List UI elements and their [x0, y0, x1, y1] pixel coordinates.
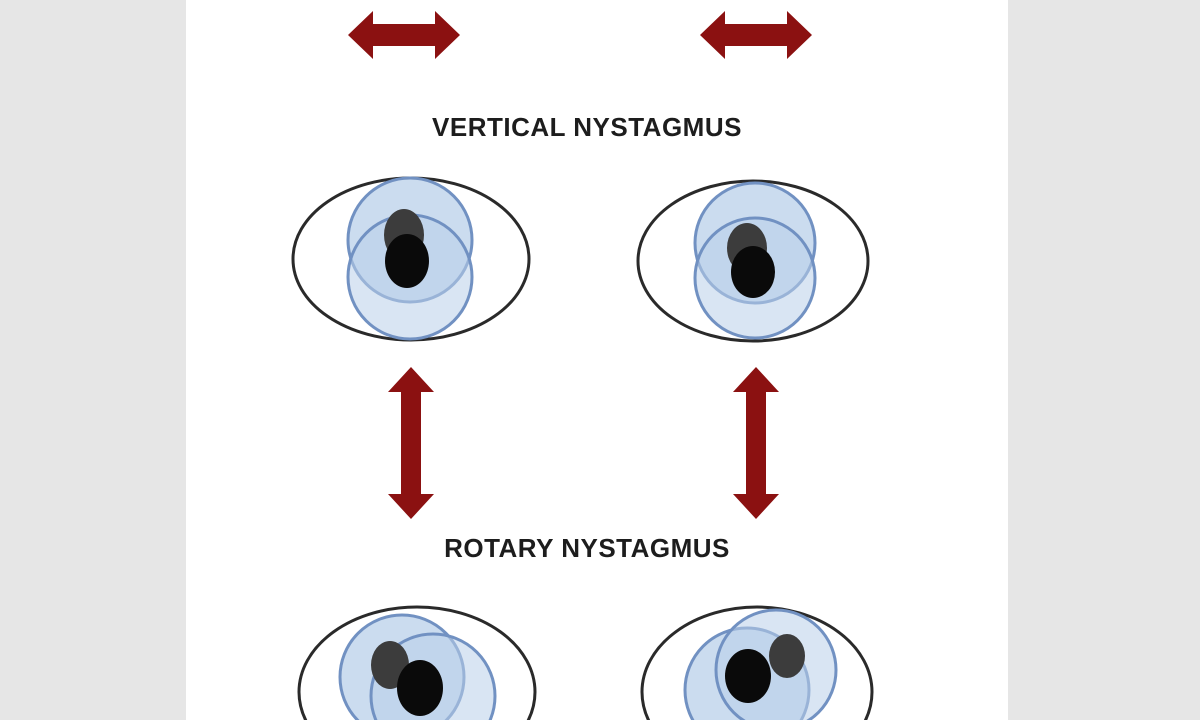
horizontal-arrow-left-icon — [348, 11, 460, 59]
pupil-ghost — [769, 634, 805, 678]
rotary-nystagmus-eye-left — [297, 605, 537, 720]
vertical-nystagmus-eye-right — [636, 179, 870, 343]
vertical-arrow-right-icon — [733, 367, 779, 519]
iris-ring-b — [714, 608, 838, 720]
vertical-arrow-left-icon — [388, 367, 434, 519]
pupil — [385, 234, 429, 288]
vertical-nystagmus-heading: VERTICAL NYSTAGMUS — [432, 112, 742, 142]
rotary-nystagmus-heading: ROTARY NYSTAGMUS — [444, 533, 730, 563]
horizontal-arrow-right-icon — [700, 11, 812, 59]
rotary-nystagmus-eye-right — [640, 605, 874, 720]
pupil — [397, 660, 443, 716]
iris-ring-b — [369, 632, 497, 720]
pupil — [731, 246, 775, 298]
left-gray-bar — [0, 0, 186, 720]
vertical-nystagmus-eye-left — [291, 176, 531, 342]
right-gray-bar — [1008, 0, 1200, 720]
pupil — [725, 649, 771, 703]
iris-ring-down — [693, 216, 817, 340]
